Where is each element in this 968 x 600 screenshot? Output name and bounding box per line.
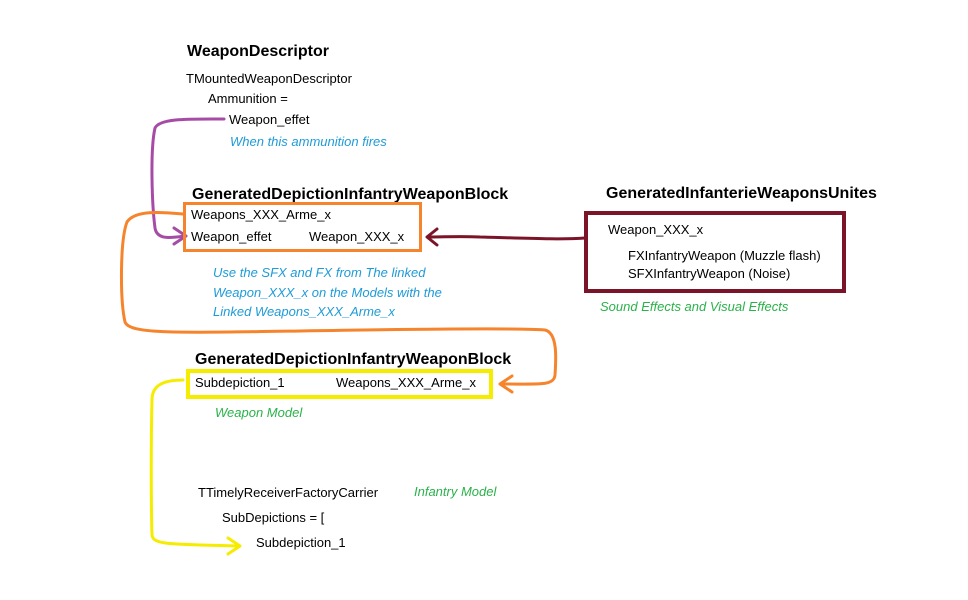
- orange-connector: [119, 210, 558, 386]
- block-1-weapons-arme: Weapons_XXX_Arme_x: [191, 207, 331, 222]
- yellow-connector: [149, 378, 240, 548]
- weapons-unites-title: GeneratedInfanterieWeaponsUnites: [606, 185, 877, 202]
- mounted-weapon-descriptor-label: TMountedWeaponDescriptor: [186, 71, 352, 86]
- sfx-fx-note-line-3: Linked Weapons_XXX_Arme_x: [213, 304, 395, 319]
- weapon-descriptor-title: WeaponDescriptor: [187, 43, 329, 60]
- orange-arrowhead: [498, 374, 514, 394]
- weapon-effet-label: Weapon_effet: [229, 112, 310, 127]
- block-1-weapon-xxx: Weapon_XXX_x: [309, 229, 405, 244]
- ammunition-fires-note: When this ammunition fires: [230, 134, 387, 149]
- sfx-fx-note-line-1: Use the SFX and FX from The linked: [213, 265, 426, 280]
- ammunition-label: Ammunition =: [208, 91, 288, 106]
- fx-infantry-weapon: FXInfantryWeapon (Muzzle flash): [628, 248, 821, 263]
- timely-receiver-factory-carrier: TTimelyReceiverFactoryCarrier: [198, 485, 379, 500]
- block-1-weapon-effet: Weapon_effet: [191, 229, 272, 244]
- maroon-arrowhead: [425, 227, 439, 247]
- maroon-connector: [426, 235, 587, 241]
- infantry-subdepiction: Subdepiction_1: [256, 535, 346, 550]
- depiction-block-2-box: [186, 369, 493, 399]
- depiction-block-2-title: GeneratedDepictionInfantryWeaponBlock: [195, 351, 512, 368]
- depiction-block-1-title: GeneratedDepictionInfantryWeaponBlock: [192, 186, 509, 203]
- unites-weapon-xxx: Weapon_XXX_x: [608, 222, 704, 237]
- weapon-model-note: Weapon Model: [215, 405, 303, 420]
- sound-visual-effects-note: Sound Effects and Visual Effects: [600, 299, 789, 314]
- yellow-arrowhead: [226, 536, 242, 556]
- subdepictions-label: SubDepictions = [: [222, 510, 325, 525]
- purple-connector: [150, 117, 226, 240]
- weapons-unites-box: [584, 211, 846, 293]
- sfx-infantry-weapon: SFXInfantryWeapon (Noise): [628, 266, 791, 281]
- infantry-model-note: Infantry Model: [414, 484, 497, 499]
- block-2-subdepiction: Subdepiction_1: [195, 375, 285, 390]
- purple-arrowhead: [172, 226, 188, 246]
- sfx-fx-note-line-2: Weapon_XXX_x on the Models with the: [213, 285, 442, 300]
- block-2-weapons-arme: Weapons_XXX_Arme_x: [336, 375, 476, 390]
- depiction-block-1-box: [183, 202, 422, 252]
